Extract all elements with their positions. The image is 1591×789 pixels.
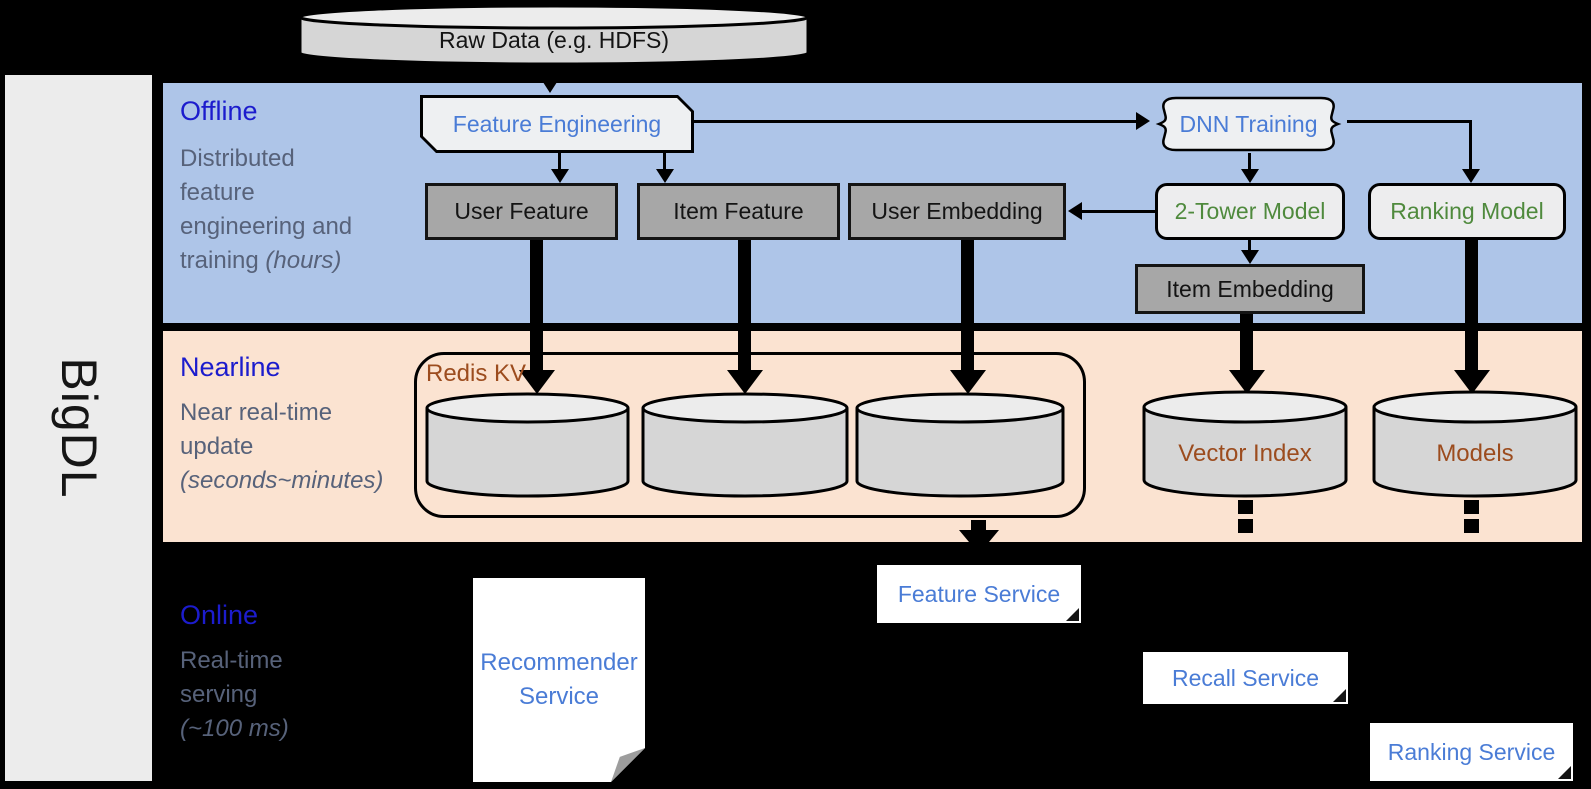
arrow-fe-to-item-feature [663,153,666,170]
arrowhead-fe-to-user-feature [551,169,569,183]
thick-arrow-user-embedding-to-redis [961,240,974,370]
thick-arrowhead-item-feature-to-redis [727,370,763,394]
arrow-dnn-to-ranking-vertical [1469,120,1472,171]
arrow-dnn-to-two-tower [1248,153,1251,170]
redis-shard-cylinder-1-shape [425,392,630,498]
thick-arrowhead-user-feature-to-redis [519,370,555,394]
dashed-connector-models-1 [1464,500,1479,514]
arrowhead-two-tower-to-item-embedding [1241,250,1259,264]
dnn-training-box-shape [1155,96,1342,152]
vector-index-cylinder: Vector Index [1142,390,1348,498]
offline-description-duration: (hours) [265,247,342,274]
item-feature-label: Item Feature [673,198,804,224]
raw-data-cylinder: Raw Data (e.g. HDFS) [298,4,810,66]
arrow-rawdata-to-feature-engineering [548,66,551,81]
dashed-arrowhead-redis-to-feature-service [959,530,999,554]
recall-service-fold-corner [1333,689,1346,702]
ranking-service-fold-corner [1558,766,1571,779]
offline-section-title: Offline [180,96,258,126]
arrowhead-fe-to-item-feature [656,169,674,183]
vector-index-label: Vector Index [1178,440,1312,467]
user-feature-label: User Feature [454,198,589,224]
user-embedding-box: User Embedding [848,183,1066,240]
thick-arrowhead-user-embedding-to-redis [950,370,986,394]
thick-arrow-ranking-model-to-models [1465,240,1478,370]
feature-service-box: Feature Service [877,565,1081,623]
redis-kv-container [414,352,1086,518]
redis-shard-cylinder-2-shape [641,392,849,498]
bigdl-logo-text: BigDL [50,357,107,499]
user-embedding-label: User Embedding [871,198,1043,224]
thick-arrow-item-feature-to-redis [738,240,751,370]
feature-service-label: Feature Service [897,580,1061,607]
two-tower-model-label: 2-Tower Model [1174,198,1326,224]
dnn-training-label: DNN Training [1179,110,1318,137]
thick-arrow-user-feature-to-redis [530,240,543,370]
online-section-description: Real-time serving (~100 ms) [180,644,312,746]
item-embedding-box: Item Embedding [1135,264,1365,314]
redis-shard-cylinder-2 [641,392,849,498]
online-description-duration: (~100 ms) [180,715,289,742]
dashed-connector-vector-index-2 [1238,519,1253,533]
arrow-two-tower-to-item-embedding [1248,240,1251,252]
redis-shard-cylinder-3 [855,392,1065,498]
nearline-description-text: Near real-time update [180,399,333,460]
arrowhead-rawdata-to-feature-engineering [541,79,559,93]
ranking-model-label: Ranking Model [1390,198,1544,224]
nearline-section-title: Nearline [180,352,281,382]
two-tower-model-box: 2-Tower Model [1155,183,1345,240]
arrow-fe-to-user-feature [558,153,561,170]
nearline-description-duration: (seconds~minutes) [180,467,384,494]
thick-arrowhead-ranking-model-to-models [1454,370,1490,394]
online-section-title: Online [180,600,259,630]
offline-section-description: Distributed feature engineering and trai… [180,142,365,278]
models-cylinder: Models [1372,390,1578,498]
thick-arrow-item-embedding-to-vector-index [1240,314,1253,370]
user-feature-box: User Feature [425,183,618,240]
arrow-two-tower-to-user-embedding [1082,210,1155,213]
dashed-connector-vector-index-1 [1238,500,1253,514]
offline-description-text: Distributed feature engineering and trai… [180,145,353,274]
feature-service-fold-corner [1066,608,1079,621]
recall-service-box: Recall Service [1143,652,1348,704]
feature-engineering-label: Feature Engineering [452,110,662,137]
redis-shard-cylinder-3-shape [855,392,1065,498]
raw-data-cylinder-shape [298,4,810,66]
redis-shard-cylinder-1 [425,392,630,498]
feature-engineering-box: Feature Engineering [420,95,694,153]
dashed-connector-models-2 [1464,519,1479,533]
recommender-service-label-line1: Recommender [480,649,638,676]
redis-kv-label: Redis KV [426,360,527,387]
ranking-model-box: Ranking Model [1368,183,1566,240]
bigdl-brand-bar: BigDL [5,75,152,781]
dnn-training-box: DNN Training [1150,95,1347,153]
item-embedding-label: Item Embedding [1166,275,1334,302]
arrowhead-dnn-to-ranking-model [1462,169,1480,183]
arrow-fe-to-dnn-training [694,120,1138,123]
recommender-service-label: Recommender Service [473,578,645,782]
online-description-text: Real-time serving [180,647,283,708]
models-cylinder-shape [1372,390,1578,498]
recommender-service-label-line2: Service [518,683,600,710]
thick-arrowhead-item-embedding-to-vector-index [1229,370,1265,394]
nearline-section-description: Near real-time update (seconds~minutes) [180,396,385,498]
arrowhead-dnn-to-two-tower [1241,169,1259,183]
item-feature-box: Item Feature [637,183,840,240]
ranking-service-label: Ranking Service [1387,738,1556,765]
vector-index-cylinder-shape [1142,390,1348,498]
arrowhead-fe-to-dnn-training [1136,112,1150,130]
arrowhead-two-tower-to-user-embedding [1068,202,1082,220]
raw-data-label: Raw Data (e.g. HDFS) [438,26,670,53]
feature-engineering-box-fill [423,98,691,150]
ranking-service-box: Ranking Service [1370,723,1573,781]
models-label: Models [1436,440,1514,467]
recommender-service-document: Recommender Service [473,578,645,782]
recall-service-label: Recall Service [1172,664,1319,691]
arrow-dnn-to-ranking-horizontal [1347,120,1472,123]
